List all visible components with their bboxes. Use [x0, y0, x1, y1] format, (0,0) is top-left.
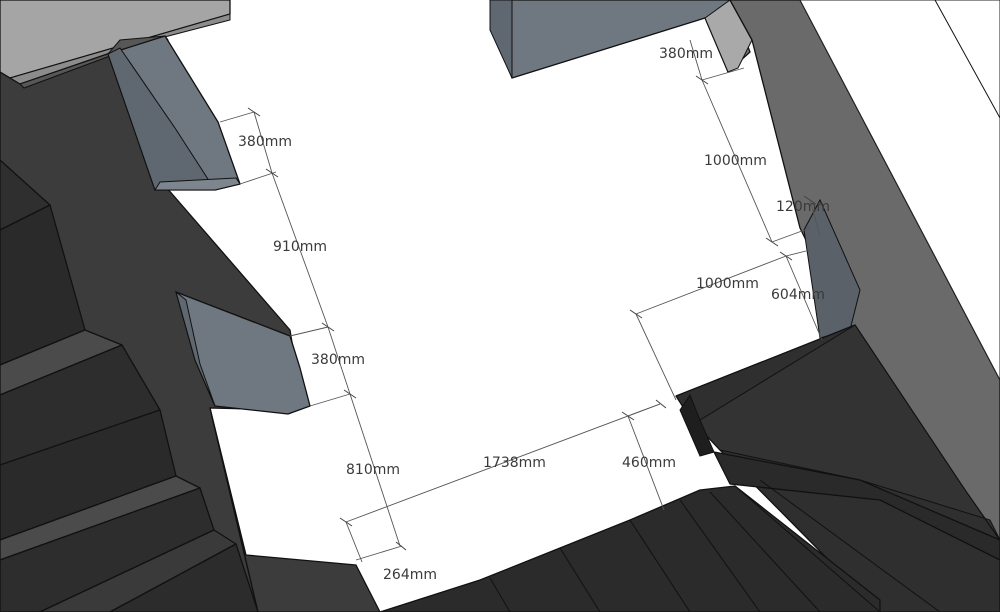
dim-label-264-bottom: 264mm	[383, 567, 437, 583]
guide-line	[934, 0, 1000, 119]
dim-label-910-left: 910mm	[273, 239, 327, 255]
top-middle-slab	[489, 0, 753, 79]
dimension-ticks	[247, 75, 817, 551]
dim-label-120-right: 120mm	[776, 199, 830, 215]
dim-label-810-left: 810mm	[346, 462, 400, 478]
dim-label-1738-bottom: 1738mm	[483, 455, 546, 471]
right-stairs	[379, 324, 1000, 612]
dimension-lines	[219, 39, 823, 563]
dimension-labels: 380mm 910mm 380mm 810mm 264mm 1738mm 460…	[238, 46, 830, 583]
bottom-left-wall	[209, 407, 381, 612]
left-upper-pier	[107, 35, 241, 191]
dim-label-460-right: 460mm	[622, 455, 676, 471]
dim-label-1000-right-vert: 1000mm	[704, 153, 767, 169]
dim-label-1000-right-horiz: 1000mm	[696, 276, 759, 292]
left-middle-pier	[175, 290, 311, 415]
dim-label-380-left-top: 380mm	[238, 134, 292, 150]
dim-label-604-right: 604mm	[771, 287, 825, 303]
dim-label-380-left-mid: 380mm	[311, 352, 365, 368]
left-stairs	[0, 159, 259, 612]
dim-label-380-right-top: 380mm	[659, 46, 713, 62]
